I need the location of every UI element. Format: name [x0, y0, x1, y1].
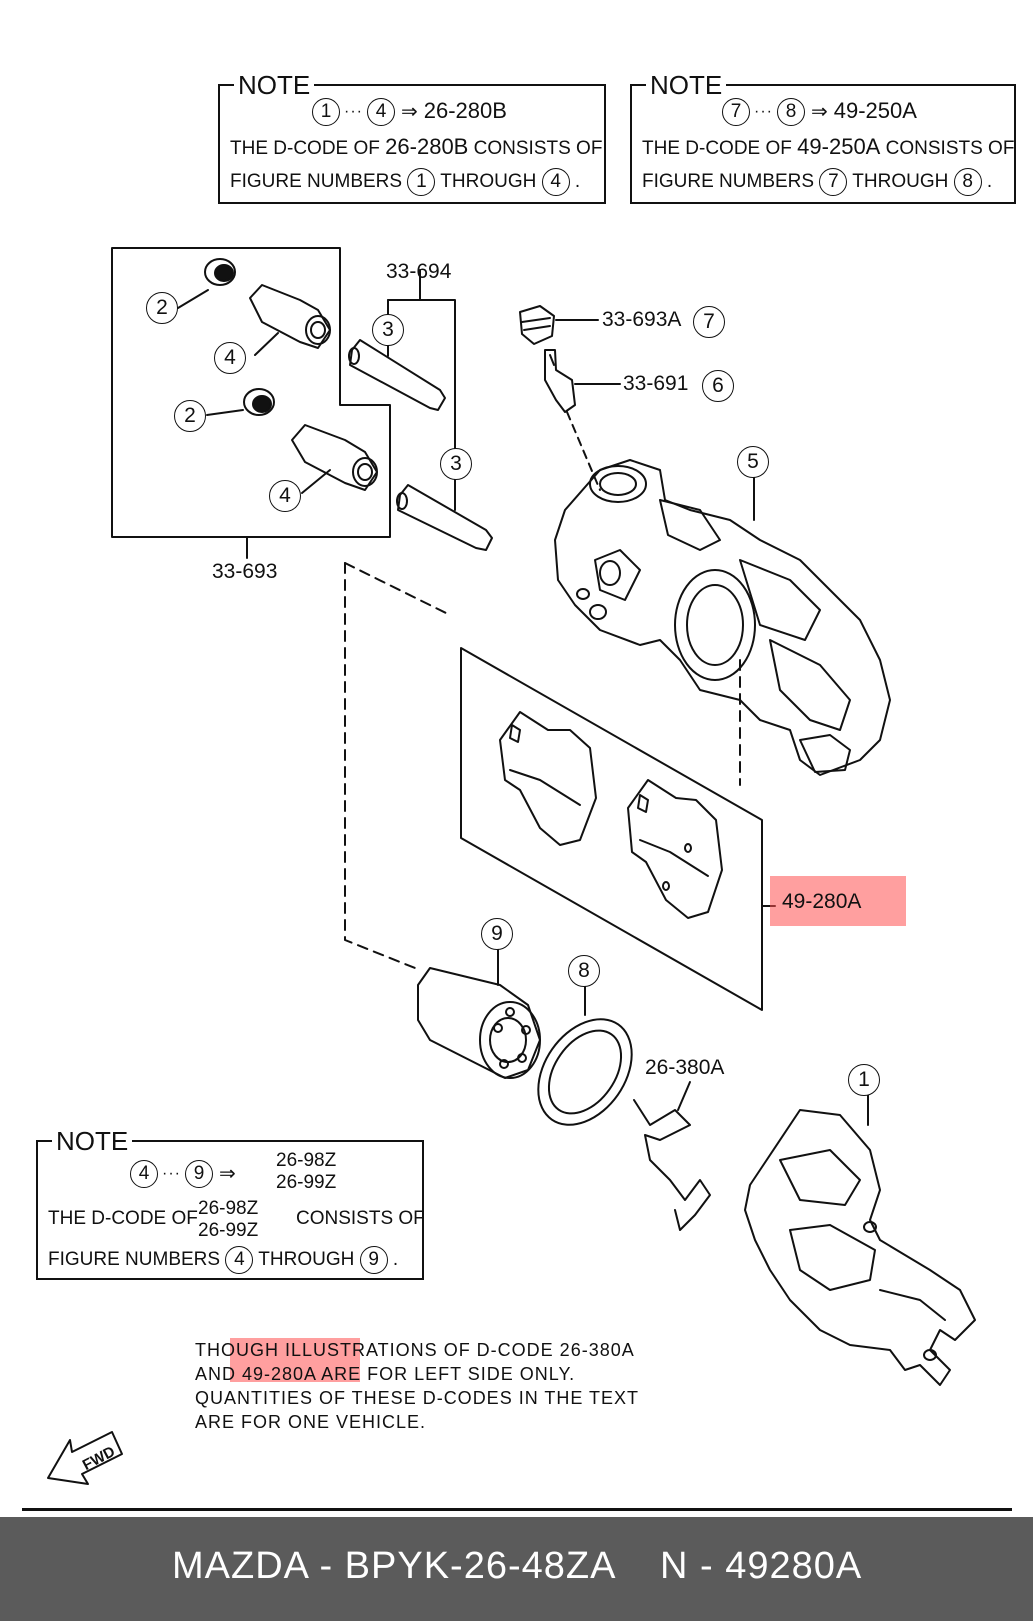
- note-dcode-b: 26-99Z: [276, 1172, 337, 1193]
- guide-pin-lower: [396, 484, 493, 551]
- callout-3-upper: 3: [372, 314, 404, 346]
- note-title: NOTE: [234, 70, 315, 100]
- note-line3-mid: THROUGH: [258, 1249, 355, 1271]
- note-line2-suffix: CONSISTS OF: [885, 138, 1015, 159]
- bleeder-cap: [519, 305, 555, 345]
- callout-to: 8: [953, 168, 982, 196]
- footer-part-number: MAZDA - BPYK-26-48ZA: [172, 1545, 617, 1587]
- caliper-piston: [417, 967, 541, 1079]
- note-title: NOTE: [646, 70, 727, 100]
- callout-4-lower: 4: [269, 480, 301, 512]
- bushing-upper: [204, 258, 236, 286]
- note-line2-suffix: CONSISTS OF: [296, 1208, 425, 1229]
- callout-8: 8: [568, 955, 600, 987]
- note-dcode-a: 26-98Z: [276, 1150, 337, 1171]
- piston-seal: [537, 1018, 633, 1126]
- callout-1: 1: [848, 1064, 880, 1096]
- callout-range-end: 9: [184, 1160, 213, 1188]
- bottom-note-line2: AND 49-280A ARE FOR LEFT SIDE ONLY.: [195, 1364, 576, 1384]
- footer-alt-number: N - 49280A: [660, 1545, 863, 1587]
- note-dcode: 49-250A: [833, 97, 917, 123]
- label-33-693A: 33-693A: [602, 308, 682, 331]
- bottom-note-line1: THOUGH ILLUSTRATIONS OF D-CODE 26-380A: [195, 1340, 635, 1360]
- callout-3-lower: 3: [440, 448, 472, 480]
- label-33-691: 33-691: [623, 372, 689, 395]
- note-top-right: NOTE 7···8⇒49-250A THE D-CODE OF 49-250A…: [630, 70, 1016, 204]
- kit-33-693-box: [111, 247, 391, 538]
- label-33-694: 33-694: [386, 260, 452, 283]
- boot-upper: [249, 284, 331, 349]
- note-line2-prefix: THE D-CODE OF: [642, 138, 792, 159]
- callout-4-upper: 4: [214, 342, 246, 374]
- bushing-lower: [243, 388, 275, 416]
- note-line3-mid: THROUGH: [852, 171, 949, 193]
- caliper-body: [554, 459, 891, 776]
- highlight-pads-label: [770, 876, 906, 926]
- callout-7: 7: [693, 306, 725, 338]
- label-26-380A: 26-380A: [645, 1056, 725, 1079]
- callout-range-start: 4: [130, 1160, 158, 1188]
- callout-range-start: 1: [312, 98, 340, 126]
- callout-9: 9: [481, 918, 513, 950]
- guide-pin-upper: [348, 339, 446, 411]
- note-line2-suffix: CONSISTS OF: [473, 138, 603, 159]
- footer-bar: MAZDA - BPYK-26-48ZA N - 49280A: [0, 1517, 1033, 1621]
- note-line3-prefix: FIGURE NUMBERS: [48, 1249, 221, 1271]
- bottom-note-line3: QUANTITIES OF THESE D-CODES IN THE TEXT: [195, 1388, 640, 1408]
- callout-5: 5: [737, 446, 769, 478]
- bleeder-screw: [544, 349, 576, 413]
- fwd-label: FWD: [80, 1443, 118, 1474]
- note-line2-code-b: 26-99Z: [198, 1220, 259, 1241]
- callout-to: 4: [541, 168, 570, 196]
- callout-2-upper: 2: [146, 292, 178, 324]
- note-line3-prefix: FIGURE NUMBERS: [230, 171, 403, 193]
- callout-from: 4: [225, 1246, 254, 1274]
- callout-range-start: 7: [722, 98, 750, 126]
- footer-divider: [22, 1508, 1012, 1511]
- brake-pad-inner: [627, 779, 723, 919]
- callout-range-end: 4: [366, 98, 395, 126]
- note-line3-prefix: FIGURE NUMBERS: [642, 171, 815, 193]
- callout-from: 7: [819, 168, 848, 196]
- callout-2-lower: 2: [174, 400, 206, 432]
- note-line2-prefix: THE D-CODE OF: [230, 138, 380, 159]
- callout-6: 6: [702, 370, 734, 402]
- note-top-left: NOTE 1···4⇒26-280B THE D-CODE OF 26-280B…: [218, 70, 606, 204]
- note-line2-prefix: THE D-CODE OF: [48, 1208, 198, 1229]
- label-33-693: 33-693: [212, 560, 278, 583]
- pad-set-box: [460, 647, 763, 1011]
- note-line3-mid: THROUGH: [440, 171, 537, 193]
- note-line2-code: 26-280B: [385, 134, 469, 159]
- bottom-note-line4: ARE FOR ONE VEHICLE.: [195, 1412, 427, 1432]
- note-title: NOTE: [52, 1126, 133, 1156]
- fwd-arrow-icon: [47, 1431, 123, 1485]
- caliper-bracket: [744, 1109, 976, 1386]
- note-bottom: NOTE 4···9⇒ 26-98Z 26-99Z THE D-CODE OF …: [36, 1126, 425, 1280]
- note-line2-code-a: 26-98Z: [198, 1198, 259, 1219]
- highlight-note-text: [230, 1338, 360, 1382]
- anti-rattle-spring: [633, 1099, 711, 1231]
- note-dcode: 26-280B: [423, 97, 507, 123]
- boot-lower: [291, 424, 378, 491]
- note-line2-code: 49-250A: [797, 134, 881, 159]
- callout-from: 1: [407, 168, 436, 196]
- label-49-280A: 49-280A: [782, 890, 862, 913]
- callout-to: 9: [359, 1246, 388, 1274]
- brake-pad-outer: [499, 711, 597, 846]
- callout-range-end: 8: [776, 98, 805, 126]
